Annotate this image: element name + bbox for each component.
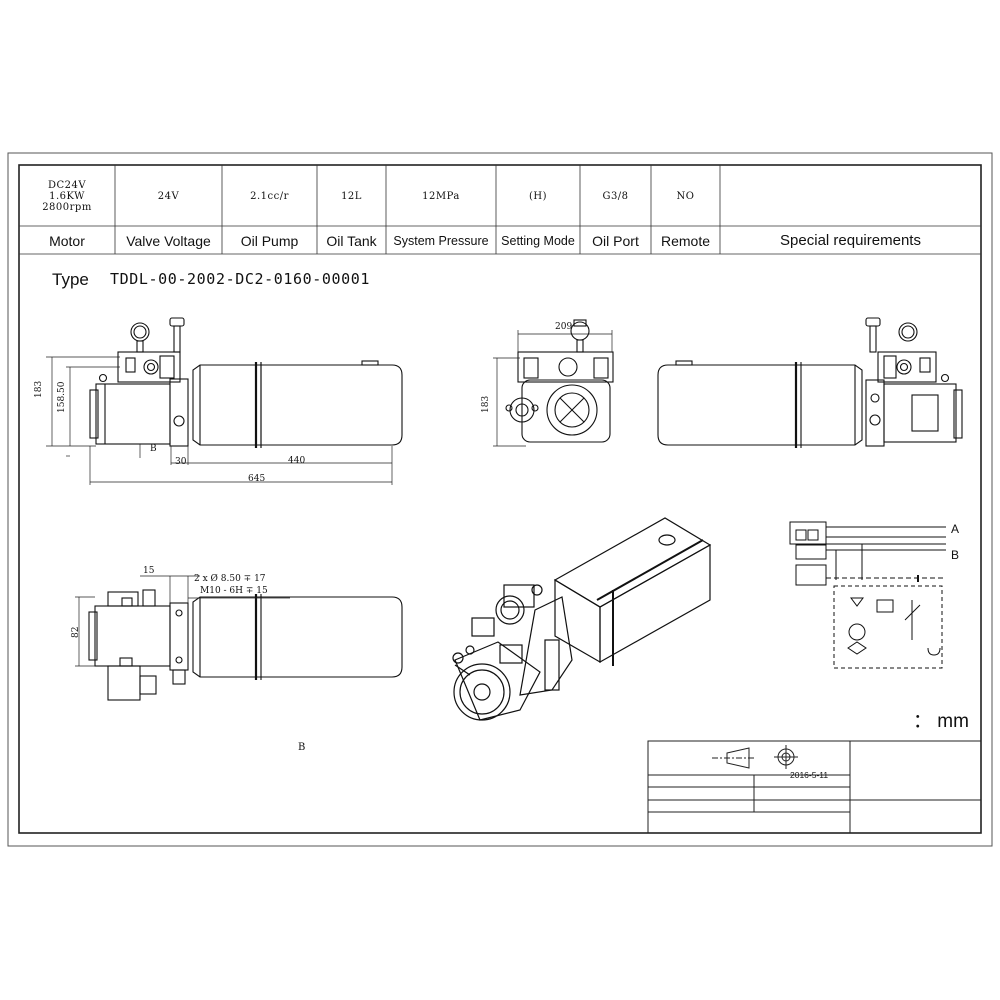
dim-209: 209 (555, 322, 573, 332)
end-view-drawing (505, 319, 614, 443)
motor-value: DC24V 1.6KW 2800rpm (42, 179, 92, 213)
isometric-view-drawing (452, 517, 712, 721)
dim-hole-note-1: 2 x Ø 8.50 ∓ 17 (194, 574, 266, 584)
oil-tank-value: 12L (341, 190, 362, 202)
type-label: Type (52, 270, 89, 289)
remote-value: NO (676, 190, 695, 202)
oil-port-header: Oil Port (592, 232, 639, 249)
dim-15: 15 (143, 566, 155, 576)
bottom-view-dimensions (75, 575, 290, 667)
setting-mode-value: (H) (528, 190, 548, 202)
rear-view-drawing (657, 317, 963, 448)
valve-voltage-value: 24V (157, 190, 180, 202)
side-view-drawing (89, 317, 403, 448)
special-requirements-header: Special requirements (780, 232, 921, 249)
dim-30: 30 (175, 457, 187, 467)
oil-tank-header: Oil Tank (326, 232, 377, 249)
dim-side-b: B (150, 444, 157, 454)
dim-183-side: 183 (34, 380, 44, 398)
bottom-view-drawing (88, 589, 403, 701)
side-view-dimensions (46, 356, 393, 485)
title-block-date: 2016-5-11 (790, 770, 829, 780)
outer-border (7, 152, 993, 847)
unit-note: ： mm (913, 711, 969, 732)
dim-440: 440 (288, 456, 306, 466)
setting-mode-header: Setting Mode (501, 233, 575, 248)
end-view-dimensions (493, 330, 613, 447)
spec-table-grid (19, 165, 981, 255)
special-requirements-value (720, 167, 981, 225)
system-pressure-header: System Pressure (393, 233, 489, 248)
dim-158-50: 158.50 (57, 381, 67, 414)
remote-header: Remote (660, 232, 711, 249)
dim-645: 645 (248, 474, 266, 484)
view-label-b: B (298, 742, 306, 753)
dim-183-end: 183 (481, 395, 491, 413)
dim-82: 82 (71, 626, 81, 638)
oil-pump-header: Oil Pump (240, 232, 299, 249)
title-block (647, 740, 982, 834)
inner-border (18, 164, 982, 834)
type-model-number: TDDL-00-2002-DC2-0160-00001 (110, 270, 371, 288)
valve-voltage-header: Valve Voltage (126, 232, 211, 249)
port-b-label: B (951, 548, 960, 562)
port-a-label: A (951, 522, 960, 536)
hydraulic-schematic (789, 521, 946, 669)
oil-port-value: G3/8 (602, 190, 629, 202)
oil-pump-value: 2.1cc/r (250, 190, 289, 202)
system-pressure-value: 12MPa (422, 190, 460, 202)
motor-header: Motor (49, 232, 85, 249)
dim-hole-note-2: M10 - 6H ∓ 15 (200, 586, 268, 596)
